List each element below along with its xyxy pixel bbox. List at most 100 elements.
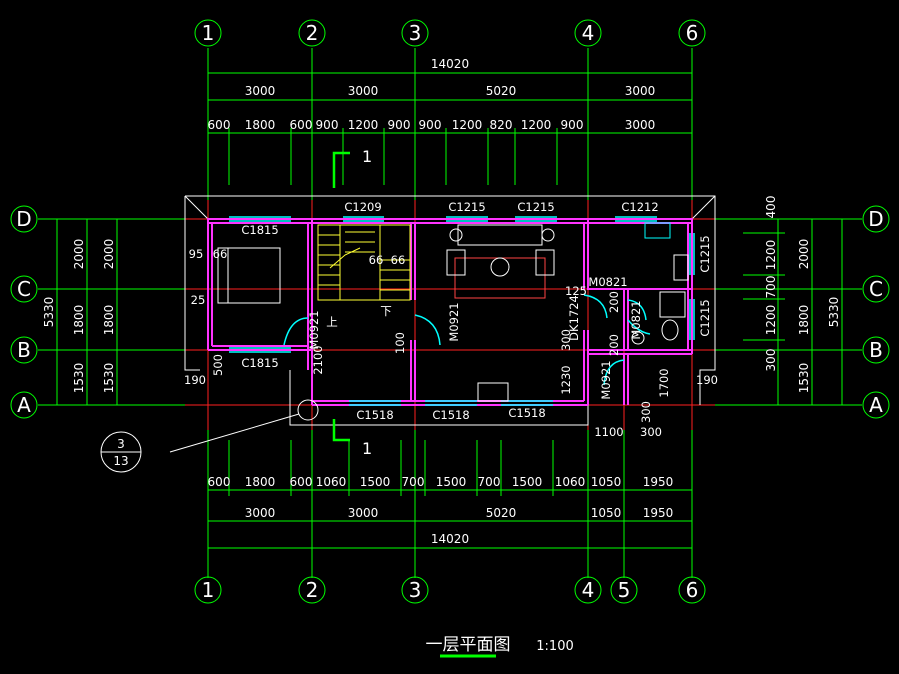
- axis-label-4-bottom: 4: [582, 578, 595, 602]
- drawing-scale: 1:100: [536, 639, 573, 654]
- dim-top-detail-9: 820: [490, 118, 513, 132]
- door-tag-dk1724: DK1724: [567, 295, 581, 341]
- dim-right-bay-3: 1530: [797, 363, 811, 394]
- staircase: [317, 224, 411, 301]
- door-tag-m0921-2: M0921: [447, 302, 461, 341]
- axis-label-6-bottom: 6: [686, 578, 699, 602]
- dim-bottom-total: 14020: [431, 532, 469, 546]
- sofa-icon: [457, 224, 543, 246]
- note-1230: 1230: [559, 365, 573, 394]
- axis-label-C-right: C: [869, 277, 883, 301]
- note-200-a: 200: [607, 291, 621, 313]
- dim-bottom-bay-4: 1050: [591, 506, 622, 520]
- axis-label-6-top: 6: [686, 21, 699, 45]
- eave-outline: [184, 195, 716, 426]
- dim-bottom-detail-10: 1060: [555, 475, 586, 489]
- dim-right-inner-5: 300: [764, 349, 778, 372]
- dim-top-detail-10: 1200: [521, 118, 552, 132]
- window-tag-c1215-2: C1215: [517, 200, 554, 214]
- dim-right-bay-1: 2000: [797, 239, 811, 270]
- dim-bottom-detail-1: 600: [208, 475, 231, 489]
- detail-number-bottom: 13: [113, 454, 128, 468]
- door-tag-m0821-2: M0821: [629, 300, 643, 339]
- sink-icon: [644, 222, 671, 239]
- axis-label-B-right: B: [869, 338, 883, 362]
- section-marks: [332, 151, 350, 442]
- note-500: 500: [211, 354, 225, 376]
- furniture: [217, 222, 689, 402]
- axis-label-3-top: 3: [409, 21, 422, 45]
- dim-right-bay-2: 1800: [797, 305, 811, 336]
- door-tag-m0821-1: M0821: [588, 275, 627, 289]
- dim-top-bay-4: 3000: [625, 84, 656, 98]
- dim-left-bay-2: 1800: [72, 305, 86, 336]
- dim-bottom-detail-12: 1950: [643, 475, 674, 489]
- dim-right-inner-2: 1200: [764, 240, 778, 271]
- note-25: 25: [191, 293, 206, 307]
- dim-left-inner-2: 1800: [102, 305, 116, 336]
- note-190-right: 190: [696, 373, 718, 387]
- axis-label-3-bottom: 3: [409, 578, 422, 602]
- axis-label-1-bottom: 1: [202, 578, 215, 602]
- dim-right-inner-4: 1200: [764, 305, 778, 336]
- dim-bottom-bay-3: 5020: [486, 506, 517, 520]
- dimension-lines: [38, 48, 862, 578]
- dim-left-inner-3: 1530: [102, 363, 116, 394]
- dim-bottom-detail-3: 600: [290, 475, 313, 489]
- dim-top-detail-11: 900: [561, 118, 584, 132]
- axis-bubbles: [10, 19, 890, 604]
- window-tag-c1518-2: C1518: [432, 408, 469, 422]
- dim-bottom-detail-4: 1060: [316, 475, 347, 489]
- dim-top-detail-8: 1200: [452, 118, 483, 132]
- drawing-title: 一层平面图: [426, 635, 511, 655]
- section-mark-top: 1: [362, 147, 372, 166]
- dim-left-total: 5330: [42, 297, 56, 328]
- note-1700: 1700: [657, 368, 671, 397]
- window-tag-c1815-bottom: C1815: [241, 356, 278, 370]
- dim-left-inner-1: 2000: [102, 239, 116, 270]
- bed-icon: [217, 247, 281, 304]
- axis-label-A-right: A: [869, 393, 883, 417]
- dim-top-detail-2: 1800: [245, 118, 276, 132]
- dim-right-inner-1: 400: [764, 196, 778, 219]
- dim-bottom-detail-6: 700: [402, 475, 425, 489]
- dim-right-total: 5330: [827, 297, 841, 328]
- dim-bottom-detail-8: 700: [478, 475, 501, 489]
- axis-label-2-bottom: 2: [306, 578, 319, 602]
- detail-callout: [100, 399, 319, 473]
- window-tag-c1215-1: C1215: [448, 200, 485, 214]
- axis-label-2-top: 2: [306, 21, 319, 45]
- dim-bottom-detail-11: 1050: [591, 475, 622, 489]
- dim-top-detail-6: 900: [388, 118, 411, 132]
- door-tag-m0921-1: M0921: [307, 310, 321, 349]
- axis-label-4-top: 4: [582, 21, 595, 45]
- dim-top-detail-3: 600: [290, 118, 313, 132]
- dim-top-bay-1: 3000: [245, 84, 276, 98]
- note-66-b: 66: [369, 253, 384, 267]
- axis-label-D-right: D: [868, 207, 883, 231]
- dim-bottom-bay-2: 3000: [348, 506, 379, 520]
- dim-top-detail-4: 900: [316, 118, 339, 132]
- note-95: 95: [189, 247, 204, 261]
- toilet-icon: [661, 319, 679, 341]
- dim-left-bay-3: 1530: [72, 363, 86, 394]
- note-300-mid: 300: [559, 329, 573, 351]
- washbasin-icon: [631, 331, 645, 345]
- note-190-left: 190: [184, 373, 206, 387]
- axis-label-B-left: B: [17, 338, 31, 362]
- dim-top-detail-7: 900: [419, 118, 442, 132]
- axis-label-A-left: A: [17, 393, 31, 417]
- window-tag-c1518-3: C1518: [508, 406, 545, 420]
- axis-label-C-left: C: [17, 277, 31, 301]
- stair-down-label: 下: [380, 304, 392, 318]
- window-tag-c1209: C1209: [344, 200, 381, 214]
- axis-label-1-top: 1: [202, 21, 215, 45]
- dim-bottom-bay-1: 3000: [245, 506, 276, 520]
- dim-right-inner-3: 700: [764, 276, 778, 299]
- axis-label-D-left: D: [16, 207, 31, 231]
- window-tag-c1815-top: C1815: [241, 223, 278, 237]
- dim-left-bay-1: 2000: [72, 239, 86, 270]
- dim-bottom-bay-5: 1950: [643, 506, 674, 520]
- dim-top-detail-5: 1200: [348, 118, 379, 132]
